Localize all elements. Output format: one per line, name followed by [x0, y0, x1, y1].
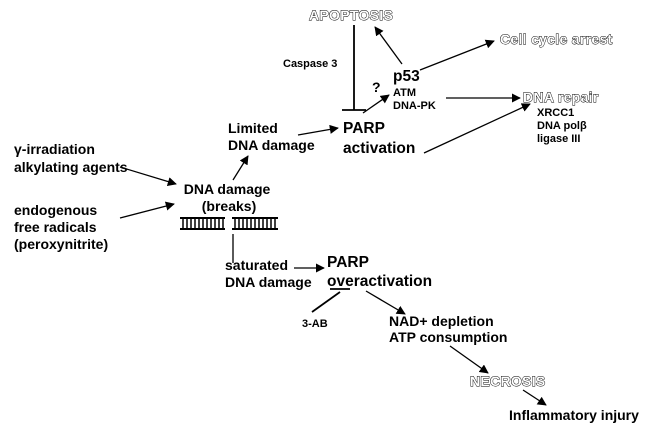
dna-damage-label: DNA damage (breaks) [184, 181, 275, 214]
ligase-label: ligase III [537, 133, 580, 145]
necrosis-label: NECROSIS [470, 373, 546, 389]
arrow-nad-to-necrosis [449, 345, 489, 374]
limited-damage-label: Limited DNA damage [228, 120, 315, 153]
parp-overactivation-label: PARP overactivation [327, 254, 432, 290]
arrow-overactivation-to-nad [365, 290, 406, 315]
dna-break-glyph [180, 217, 278, 230]
arrow-damage-to-limited [232, 155, 249, 181]
arrow-p53-to-apoptosis [374, 26, 403, 65]
arrow-p53-to-cell-cycle [419, 39, 495, 71]
radicals-label: endogenous free radicals (peroxynitrite) [14, 202, 108, 252]
arrow-parp-to-p53 [362, 94, 390, 114]
caspase3-label: Caspase 3 [283, 58, 337, 70]
p53-label: p53 [393, 68, 420, 85]
xrcc1-label: XRCC1 [537, 107, 574, 119]
nad-depletion-label: NAD+ depletion ATP consumption [389, 313, 507, 345]
dna-pol-label: DNA polβ [537, 120, 587, 132]
dnapk-label: DNA-PK [393, 100, 436, 112]
saturated-damage-label: saturated DNA damage [225, 257, 312, 290]
3ab-label: 3-AB [302, 318, 328, 330]
atm-label: ATM [393, 87, 416, 99]
arrow-irradiation-to-damage [119, 166, 177, 186]
parp-activation-label: PARP activation [343, 120, 415, 157]
arrow-limited-to-parp [297, 124, 339, 136]
arrow-necrosis-to-injury [522, 389, 547, 406]
arrow-parp-to-repair [423, 103, 531, 154]
cell-cycle-arrest-label: Cell cycle arrest [500, 31, 613, 47]
dna-repair-label: DNA repair [523, 89, 599, 105]
inflammatory-injury-label: Inflammatory injury [509, 407, 639, 423]
arrow-radicals-to-damage [119, 201, 175, 219]
irradiation-label: γ-irradiation alkylating agents [14, 141, 128, 175]
apoptosis-label: APOPTOSIS [309, 7, 393, 23]
inhibition-3ab [311, 291, 341, 313]
question-mark: ? [372, 79, 381, 95]
